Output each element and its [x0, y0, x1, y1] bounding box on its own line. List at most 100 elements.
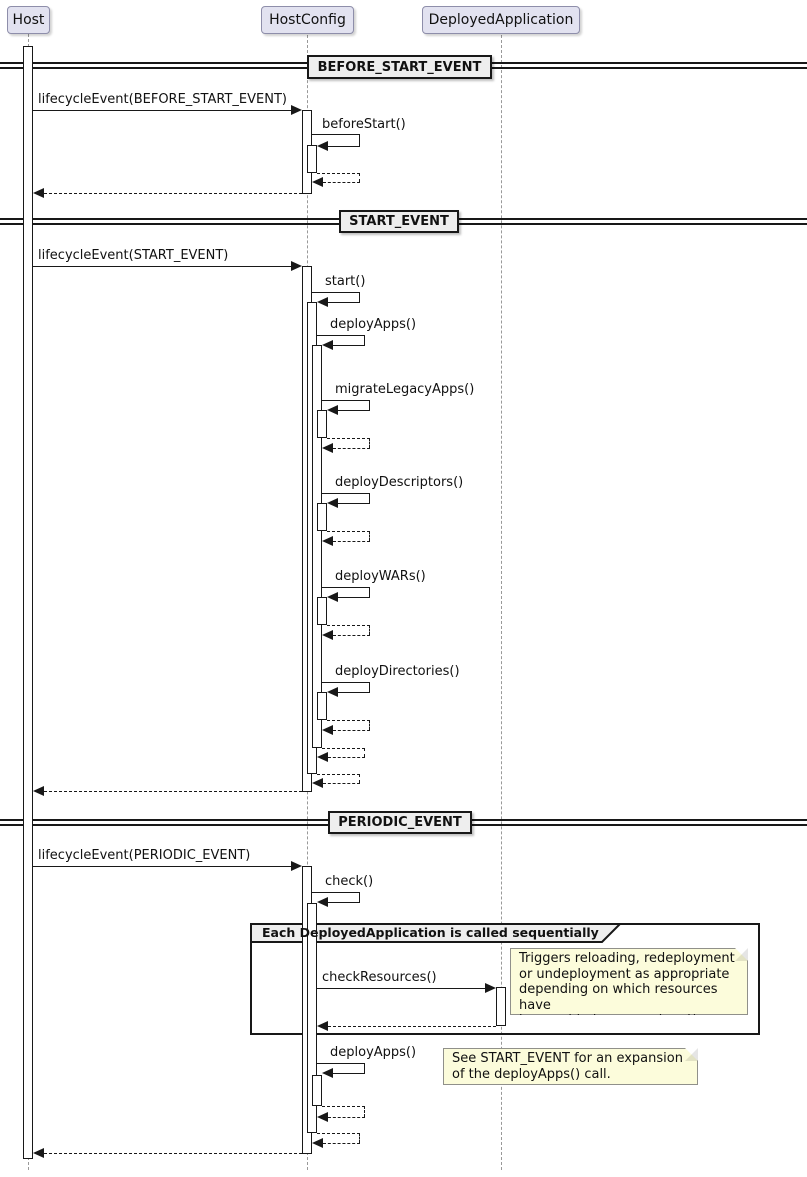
self-return — [327, 720, 370, 730]
activation-bar-host — [23, 46, 33, 1159]
note-deploy-apps: See START_EVENT for an expansion of the … — [443, 1048, 698, 1085]
message-label: migrateLegacyApps() — [335, 382, 475, 397]
self-call-line — [337, 410, 370, 411]
self-return-line — [333, 541, 370, 542]
return-line — [44, 791, 302, 792]
arrowhead-right — [291, 261, 302, 271]
activation-bar-hostconfig — [317, 503, 327, 531]
arrowhead-left — [317, 897, 328, 907]
self-return — [327, 531, 370, 541]
arrowhead-left — [322, 725, 333, 735]
self-return — [317, 1133, 360, 1143]
self-call-line — [327, 902, 360, 903]
arrowhead-left — [317, 752, 328, 762]
self-return — [317, 173, 360, 182]
participant-host: Host — [7, 6, 50, 34]
arrowhead-left — [317, 1112, 328, 1122]
self-call — [312, 134, 360, 146]
message-line — [317, 988, 486, 989]
message-line — [33, 266, 292, 267]
self-return — [317, 774, 360, 783]
note-fold-icon — [735, 948, 748, 961]
divider-before-start-event: BEFORE_START_EVENT — [307, 55, 492, 79]
message-label: lifecycleEvent(PERIODIC_EVENT) — [38, 848, 251, 863]
self-call — [322, 400, 370, 410]
participant-deployedapplication-label: DeployedApplication — [428, 12, 574, 28]
self-return-line — [333, 730, 370, 731]
arrowhead-left — [327, 405, 338, 415]
self-call-line — [327, 302, 360, 303]
message-line — [33, 866, 292, 867]
self-return-line — [333, 448, 370, 449]
activation-bar-hostconfig — [312, 345, 322, 748]
self-return — [322, 748, 365, 757]
message-label: deployDescriptors() — [335, 475, 464, 490]
group-header-shape — [250, 923, 623, 943]
arrowhead-left — [322, 536, 333, 546]
participant-deployedapplication: DeployedApplication — [422, 6, 580, 34]
divider-label: START_EVENT — [349, 214, 449, 229]
arrowhead-right — [291, 105, 302, 115]
arrowhead-left — [327, 687, 338, 697]
message-label: lifecycleEvent(BEFORE_START_EVENT) — [38, 92, 287, 107]
arrowhead-left — [322, 1068, 333, 1078]
arrowhead-left — [317, 1021, 328, 1031]
activation-bar-hostconfig — [317, 597, 327, 625]
divider-label: BEFORE_START_EVENT — [317, 59, 482, 75]
arrowhead-left — [322, 443, 333, 453]
self-call — [322, 493, 370, 503]
participant-host-label: Host — [12, 12, 45, 28]
arrowhead-left — [317, 297, 328, 307]
arrowhead-left — [317, 141, 328, 151]
self-return-line — [333, 635, 370, 636]
arrowhead-left — [327, 498, 338, 508]
self-call — [322, 682, 370, 692]
message-label: deployWARs() — [335, 569, 426, 584]
return-line — [44, 193, 302, 194]
activation-bar-hostconfig — [317, 692, 327, 720]
arrowhead-left — [33, 188, 44, 198]
divider-start-event: START_EVENT — [339, 210, 459, 233]
message-label: deployApps() — [330, 1045, 417, 1060]
self-call-line — [332, 345, 365, 346]
participant-hostconfig-label: HostConfig — [269, 12, 346, 28]
self-call-line — [327, 146, 360, 147]
arrowhead-left — [322, 630, 333, 640]
arrowhead-right — [291, 861, 302, 871]
arrowhead-left — [312, 1138, 323, 1148]
message-label: start() — [325, 274, 366, 289]
activation-bar-hostconfig — [307, 145, 317, 173]
message-label: check() — [325, 874, 374, 889]
arrowhead-left — [33, 1148, 44, 1158]
self-call — [317, 1063, 365, 1073]
note-check-resources: Triggers reloading, redeployment or unde… — [510, 948, 748, 1015]
message-label: checkResources() — [322, 970, 437, 985]
self-call — [312, 292, 360, 302]
activation-bar-deployedapplication — [496, 987, 506, 1026]
arrowhead-left — [312, 177, 323, 187]
return-line — [44, 1153, 302, 1154]
arrowhead-left — [327, 592, 338, 602]
participant-hostconfig: HostConfig — [261, 6, 354, 34]
message-label: deployDirectories() — [335, 664, 460, 679]
self-return-line — [328, 1117, 365, 1118]
self-return — [327, 625, 370, 635]
message-label: beforeStart() — [322, 117, 406, 132]
self-return-line — [323, 1143, 360, 1144]
activation-bar-hostconfig — [312, 1075, 322, 1106]
self-call-line — [332, 1073, 365, 1074]
activation-bar-hostconfig — [317, 410, 327, 438]
self-call-line — [337, 692, 370, 693]
arrowhead-left — [33, 786, 44, 796]
self-call — [317, 335, 365, 345]
self-return — [327, 438, 370, 448]
self-return-line — [323, 182, 360, 183]
lifeline-deployedapplication — [501, 35, 502, 1170]
arrowhead-right — [485, 983, 496, 993]
message-line — [33, 110, 292, 111]
self-call — [322, 587, 370, 597]
self-call-line — [337, 597, 370, 598]
activation-bar-hostconfig — [307, 903, 317, 1133]
return-line — [328, 1026, 496, 1027]
